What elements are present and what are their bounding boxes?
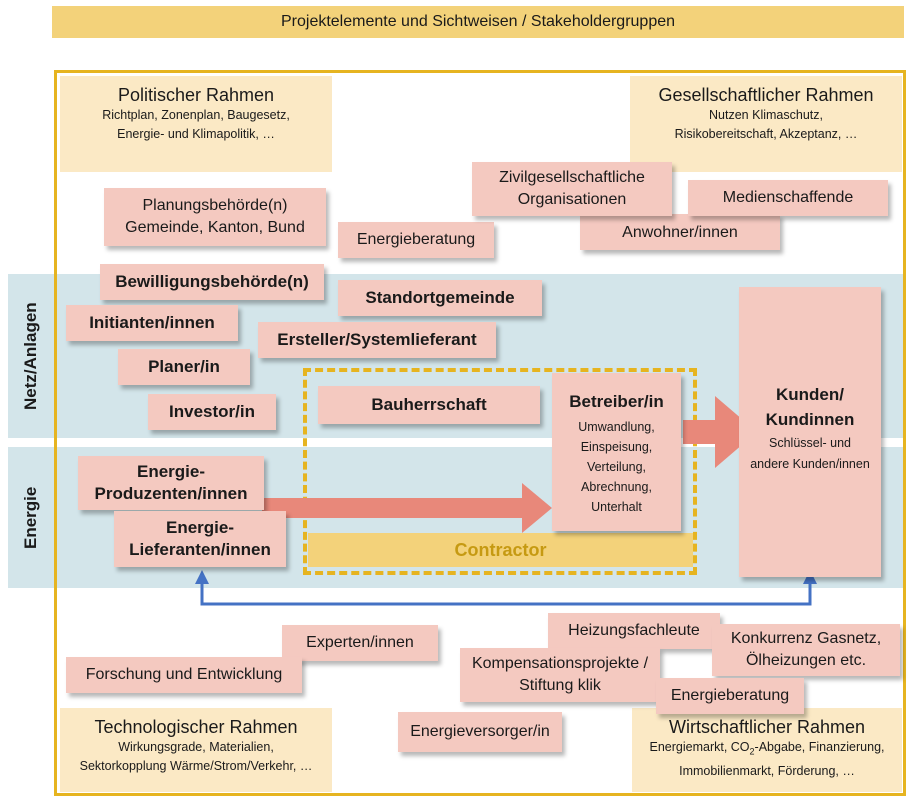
political-frame-title: Politischer Rahmen — [117, 85, 275, 105]
competition-line2: Ölheizungen etc. — [745, 652, 867, 669]
political-frame-line1: Richtplan, Zonenplan, Baugesetz, — [102, 108, 290, 122]
supply-arrow — [262, 483, 552, 533]
heating-experts-box: Heizungsfachleute — [548, 613, 720, 649]
contractor-label: Contractor — [308, 533, 693, 567]
energy-consulting-top-box: Energieberatung — [338, 222, 494, 258]
producers-line2: Produzenten/innen — [94, 484, 248, 503]
political-frame: Politischer Rahmen Richtplan, Zonenplan,… — [60, 76, 332, 172]
social-frame: Gesellschaftlicher Rahmen Nutzen Klimasc… — [630, 76, 902, 172]
planning-authority-box: Planungsbehörde(n) Gemeinde, Kanton, Bun… — [104, 188, 326, 246]
producers-line1: Energie- — [136, 462, 206, 481]
technological-frame-line2: Sektorkopplung Wärme/Strom/Verkehr, … — [79, 759, 313, 773]
site-municipality-box: Standortgemeinde — [338, 280, 542, 316]
technological-frame: Technologischer Rahmen Wirkungsgrade, Ma… — [60, 708, 332, 792]
social-frame-line2: Risikobereitschaft, Akzeptanz, … — [674, 127, 858, 141]
technological-frame-line1: Wirkungsgrade, Materialien, — [118, 740, 274, 754]
suppliers-line2: Lieferanten/innen — [129, 540, 271, 559]
operator-task: Einspeisung, — [580, 440, 653, 454]
compensation-box: Kompensationsprojekte / Stiftung klik — [460, 648, 660, 702]
research-box: Forschung und Entwicklung — [66, 657, 302, 693]
initiators-box: Initianten/innen — [66, 305, 238, 341]
economic-frame-title: Wirtschaftlicher Rahmen — [668, 717, 866, 737]
economic-frame-line2: Immobilienmarkt, Förderung, … — [679, 763, 855, 778]
economic-frame-line1: Energiemarkt, CO2-Abgabe, Finanzierung, — [649, 740, 885, 757]
planner-box: Planer/in — [118, 349, 250, 385]
diagram-title: Projektelemente und Sichtweisen / Stakeh… — [52, 6, 904, 38]
customers-line2: Kundinnen — [765, 410, 855, 429]
civil-society-line2: Organisationen — [517, 191, 627, 208]
customers-desc1: Schlüssel- und — [769, 436, 851, 450]
contractor-frame — [303, 368, 697, 575]
suppliers-line1: Energie- — [165, 518, 235, 537]
delivery-arrow — [683, 396, 757, 468]
feedback-link — [200, 584, 812, 606]
civil-society-box: Zivilgesellschaftliche Organisationen — [472, 162, 672, 216]
compensation-line2: Stiftung klik — [519, 677, 601, 694]
feedback-arrowhead-left — [195, 570, 209, 584]
technological-frame-title: Technologischer Rahmen — [94, 717, 298, 737]
permit-authority-box: Bewilligungsbehörde(n) — [100, 264, 324, 300]
operator-tasks: Umwandlung, Einspeisung, Verteilung, Abr… — [552, 417, 681, 517]
operator-title: Betreiber/in — [569, 392, 664, 411]
energy-consulting-bottom-box: Energieberatung — [656, 678, 804, 714]
operator-box: Betreiber/in Umwandlung, Einspeisung, Ve… — [552, 373, 681, 531]
media-box: Medienschaffende — [688, 180, 888, 216]
civil-society-line1: Zivilgesellschaftliche — [499, 169, 645, 186]
operator-task: Abrechnung, — [581, 480, 652, 494]
social-frame-line1: Nutzen Klimaschutz, — [709, 108, 823, 122]
energy-utility-box: Energieversorger/in — [398, 712, 562, 752]
competition-box: Konkurrenz Gasnetz, Ölheizungen etc. — [712, 624, 900, 676]
planning-authority-line1: Planungsbehörde(n) — [142, 197, 288, 214]
planning-authority-line2: Gemeinde, Kanton, Bund — [125, 219, 305, 236]
residents-box: Anwohner/innen — [580, 214, 780, 250]
operator-task: Umwandlung, — [578, 420, 655, 434]
client-box: Bauherrschaft — [318, 386, 540, 424]
producers-box: Energie- Produzenten/innen — [78, 456, 264, 510]
social-frame-title: Gesellschaftlicher Rahmen — [658, 85, 874, 105]
investor-box: Investor/in — [148, 394, 276, 430]
political-frame-line2: Energie- und Klimapolitik, … — [117, 127, 275, 141]
economic-frame: Wirtschaftlicher Rahmen Energiemarkt, CO… — [632, 708, 902, 792]
customers-box: Kunden/ Kundinnen Schlüssel- und andere … — [739, 287, 881, 577]
feedback-arrowhead-right — [803, 570, 817, 584]
experts-box: Experten/innen — [282, 625, 438, 661]
compensation-line1: Kompensationsprojekte / — [471, 655, 649, 672]
suppliers-box: Energie- Lieferanten/innen — [114, 511, 286, 567]
customers-desc2: andere Kunden/innen — [750, 457, 870, 471]
customers-line1: Kunden/ — [776, 385, 844, 404]
competition-line1: Konkurrenz Gasnetz, — [730, 630, 882, 647]
builder-supplier-box: Ersteller/Systemlieferant — [258, 322, 496, 358]
project-frame — [54, 70, 906, 796]
operator-task: Verteilung, — [586, 460, 647, 474]
operator-task: Unterhalt — [591, 500, 642, 514]
